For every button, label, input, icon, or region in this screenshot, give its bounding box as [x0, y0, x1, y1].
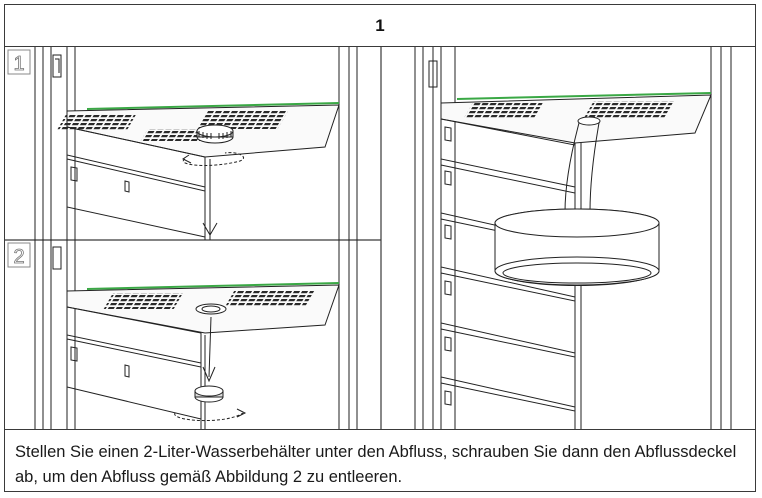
illustration: 1 — [5, 47, 732, 429]
step-1-badge — [7, 49, 31, 75]
step-2-badge — [7, 242, 31, 268]
figure-frame: 1 — [4, 4, 756, 492]
illustration-area: 1 — [5, 47, 755, 429]
step-1-label: 1 — [13, 53, 24, 75]
figure-number: 1 — [5, 5, 755, 47]
instruction-caption: Stellen Sie einen 2-Liter-Wasserbehälter… — [5, 429, 755, 491]
step-1-drawing — [34, 47, 358, 240]
step-2-label: 2 — [13, 246, 24, 268]
step-container-drawing — [414, 47, 732, 429]
step-2-drawing — [34, 240, 358, 429]
